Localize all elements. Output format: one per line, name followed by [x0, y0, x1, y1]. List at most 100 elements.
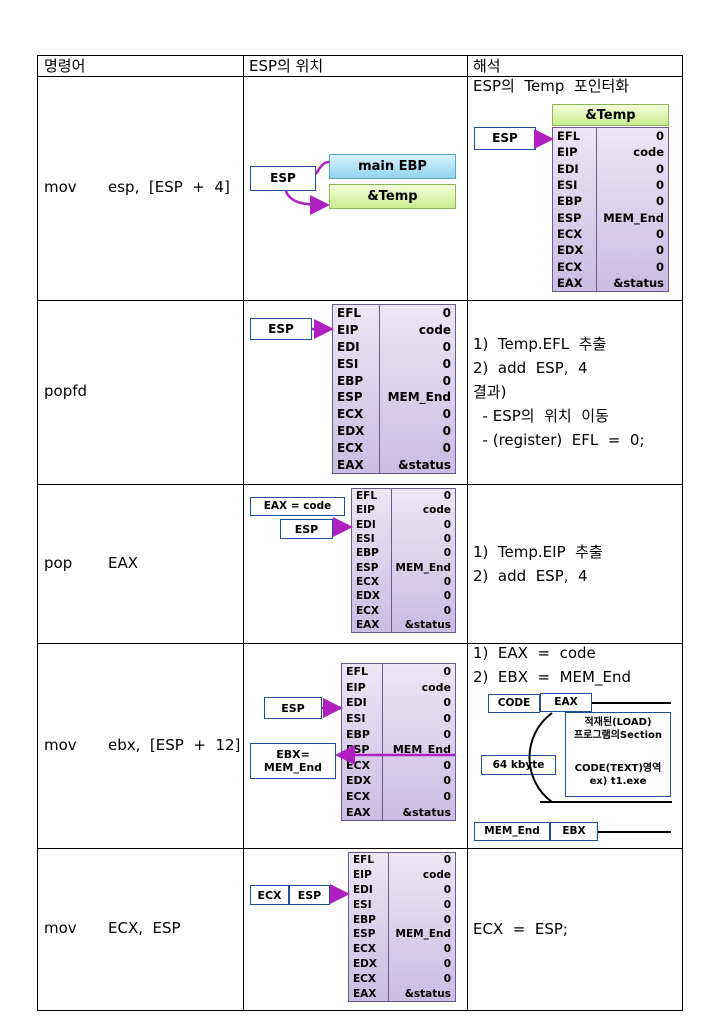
row-divider — [38, 484, 682, 485]
stack-label: EBP — [557, 194, 583, 209]
ebx-memend-box: EBX= MEM_End — [250, 743, 336, 779]
row4-interp-0: 1) EAX = code — [473, 644, 596, 662]
row1-op: mov — [44, 178, 77, 196]
row-divider — [38, 300, 682, 301]
stack-value: 0 — [443, 590, 451, 603]
stack-value: 0 — [655, 178, 664, 193]
column-divider — [243, 56, 244, 1010]
stack-value: 0 — [443, 490, 451, 503]
stack-value: code — [418, 323, 451, 338]
esp-box: ESP — [289, 885, 330, 905]
stack-label: EBP — [346, 727, 370, 741]
stack-label: EBP — [353, 913, 376, 926]
stack-label: EIP — [353, 869, 372, 882]
stack-label: EDX — [346, 774, 372, 788]
stack-value: code — [633, 145, 664, 160]
row5-operands: ECX, ESP — [108, 919, 181, 937]
stack-label: ECX — [353, 972, 376, 985]
stack-label: EDX — [356, 590, 380, 603]
column-divider — [467, 56, 468, 1010]
row2-op: popfd — [44, 382, 88, 400]
stack-value: MEM_End — [387, 390, 451, 405]
stack-label: ECX — [337, 440, 364, 455]
stack-label: ESI — [346, 712, 366, 726]
section-line-4: ex) t1.exe — [589, 776, 647, 787]
stack-value: 0 — [442, 306, 451, 321]
stack-value: 0 — [442, 440, 451, 455]
stack-value: 0 — [443, 665, 451, 679]
stack-value: 0 — [442, 339, 451, 354]
row4-operands: ebx, [ESP + 12] — [108, 736, 241, 754]
stack-value: 0 — [443, 533, 451, 546]
stack-value: 0 — [443, 883, 451, 896]
stack-label: EBP — [337, 373, 364, 388]
header-interpretation: 해석 — [473, 57, 501, 75]
stack-label: EAX — [346, 805, 371, 819]
main-ebp-box: main EBP — [329, 154, 456, 179]
stack-value: 0 — [443, 943, 451, 956]
stack-label: EIP — [356, 504, 375, 517]
stack-label: ECX — [356, 604, 379, 617]
stack-value: 0 — [443, 790, 451, 804]
stack-value: 0 — [443, 547, 451, 560]
esp-box: ESP — [264, 697, 322, 719]
stack-value: 0 — [443, 898, 451, 911]
stack-value: &status — [402, 805, 451, 819]
stack-value: 0 — [655, 259, 664, 274]
row2-interp-2: 결과) — [473, 383, 507, 401]
temp-header: &Temp — [552, 104, 669, 126]
stack-label: ECX — [557, 226, 583, 241]
stack-label: ESI — [353, 898, 372, 911]
stack-label: EDX — [557, 243, 584, 258]
memend-label: MEM_End — [263, 761, 323, 774]
stack-label: EFL — [353, 854, 375, 867]
stack-label: ESI — [356, 533, 375, 546]
temp-box: &Temp — [329, 184, 456, 209]
row3-op: pop — [44, 554, 73, 572]
row3-operands: EAX — [108, 554, 139, 572]
row1-interp-0: ESP의 Temp 포인터화 — [473, 77, 630, 95]
row2-interp-3: - ESP의 위치 이동 — [473, 407, 609, 425]
row5-interp-0: ECX = ESP; — [473, 920, 568, 938]
stack-label: ESP — [557, 210, 582, 225]
esp-box: ESP — [250, 166, 316, 191]
stack-label: EDI — [353, 883, 373, 896]
stack-label: EDX — [353, 957, 377, 970]
stack-value: &status — [398, 457, 451, 472]
stack-label: ESP — [353, 928, 376, 941]
section-line-1: 적재된(LOAD) — [584, 717, 652, 728]
stack-label: ECX — [346, 790, 371, 804]
ebx-box: EBX — [550, 822, 598, 841]
stack-label: EFL — [346, 665, 369, 679]
row2-interp-0: 1) Temp.EFL 추출 — [473, 335, 607, 353]
stack-label: ECX — [356, 575, 379, 588]
stack-label: EIP — [337, 323, 359, 338]
stack-value: code — [422, 869, 451, 882]
stack-label: ECX — [337, 407, 364, 422]
stack-label: ECX — [346, 758, 371, 772]
row4-interp-1: 2) EBX = MEM_End — [473, 668, 631, 686]
stack-value: MEM_End — [395, 928, 451, 941]
stack-value: 0 — [443, 696, 451, 710]
stack-label: ESI — [337, 356, 359, 371]
stack-label: EAX — [557, 275, 583, 290]
row1-operands: esp, [ESP + 4] — [108, 178, 230, 196]
stack-label: EFL — [337, 306, 362, 321]
stack-value: 0 — [443, 774, 451, 788]
row3-interp-1: 2) add ESP, 4 — [473, 567, 588, 585]
row-divider — [38, 76, 682, 77]
stack-value: 0 — [443, 854, 451, 867]
row-divider — [38, 848, 682, 849]
instruction-table: 명령어 ESP의 위치 해석 — [37, 55, 683, 1011]
